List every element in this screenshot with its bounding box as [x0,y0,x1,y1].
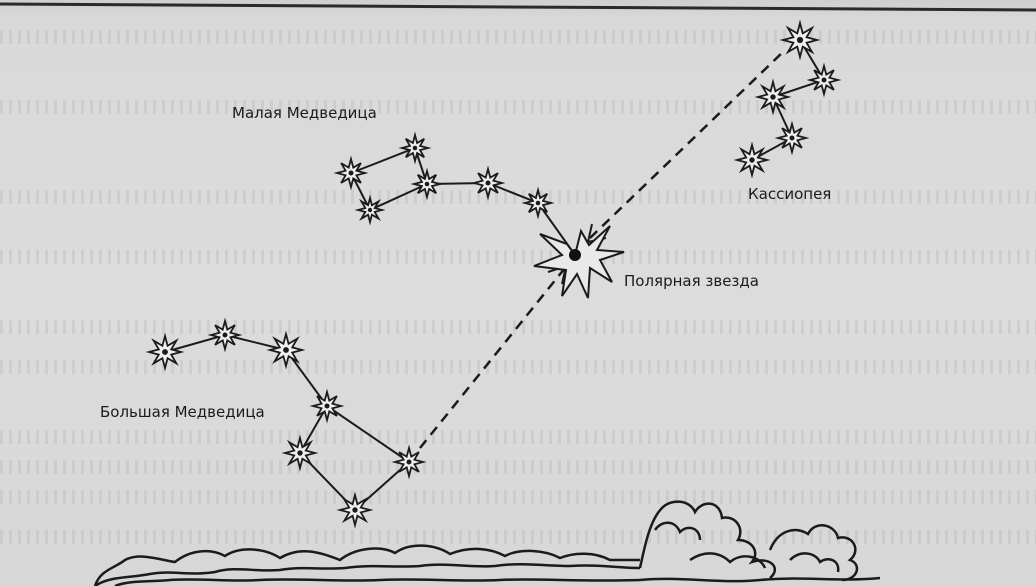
bleed-through-texture [0,490,1036,504]
star-center [324,403,330,409]
star-center [789,135,795,141]
bleed-through-texture [0,190,1036,204]
star-center [535,200,541,206]
star-center [222,332,228,338]
star-center [412,145,418,151]
polaris-star [533,225,625,299]
bleed-through-texture [0,30,1036,44]
bleed-through-texture [0,250,1036,264]
star-center [770,94,776,100]
stars-layer [145,19,842,529]
page-edge [0,2,1036,12]
ursa-minor-label: Малая Медведица [232,104,377,122]
star-center [297,450,303,456]
bleed-through-texture [0,460,1036,474]
star-center [821,77,827,83]
star-center [749,157,755,163]
star-center [283,347,289,353]
clouds [93,500,881,586]
star-center [485,180,491,186]
polaris-label: Полярная звезда [624,272,759,290]
star-center [796,36,804,44]
pointer-lines [419,49,786,449]
star-center [406,459,412,465]
ursa-major-label: Большая Медведица [100,403,265,421]
star-center [367,207,373,213]
bleed-through-texture [0,360,1036,374]
cassiopeia-label: Кассиопея [748,185,832,203]
bleed-through-texture [0,430,1036,444]
star-center [162,349,168,355]
star-center [348,170,354,176]
star-center [424,181,430,187]
bleed-through-texture [0,530,1036,544]
star-center [352,507,358,513]
